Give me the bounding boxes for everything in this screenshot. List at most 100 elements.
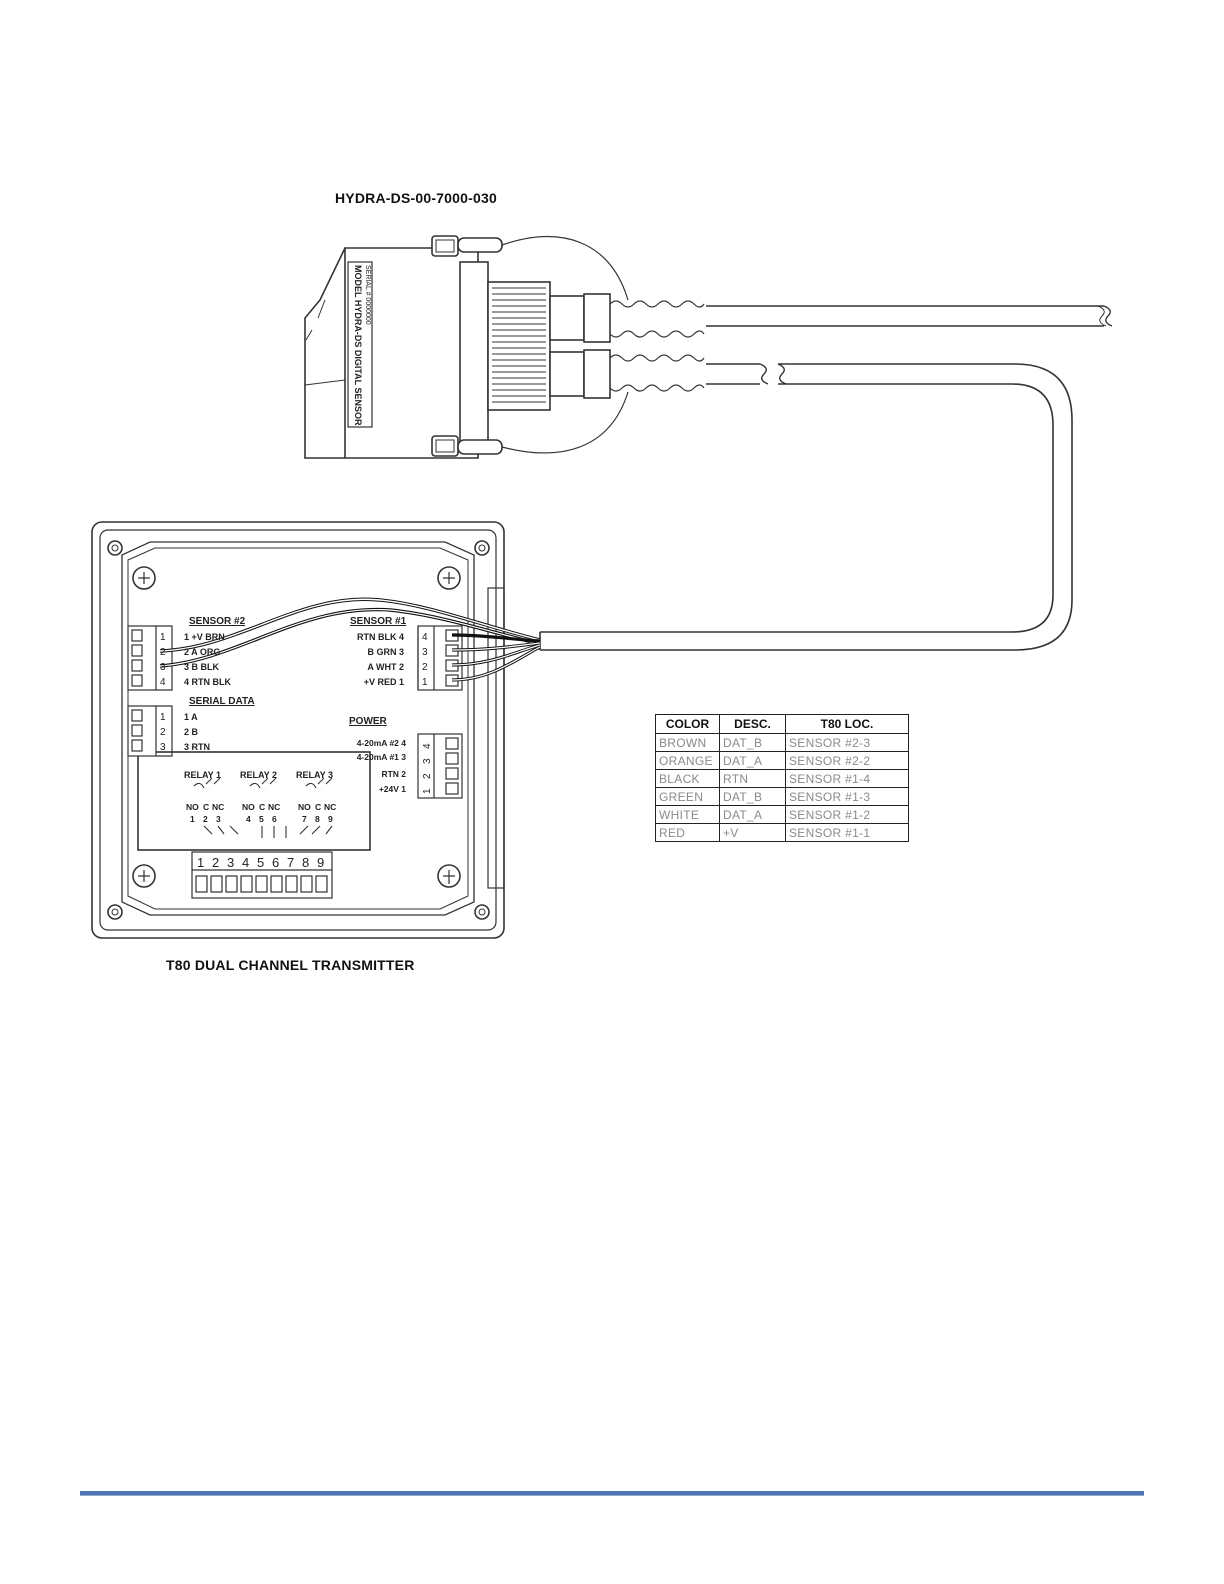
sensor2-num-3: 3 (160, 662, 166, 673)
power-num-2: 2 (422, 773, 433, 779)
wire-color-table: COLOR DESC. T80 LOC. BROWN DAT_B SENSOR … (655, 714, 909, 842)
sensor-serial-label: SERIAL # 0000000 (364, 265, 371, 325)
serial-heading: SERIAL DATA (189, 696, 255, 707)
cell-color: GREEN (655, 787, 720, 806)
sensor1-num-3: 3 (422, 647, 428, 658)
internal-wiring (159, 597, 541, 682)
cell-color: ORANGE (655, 751, 720, 770)
relay-contacts (193, 777, 333, 838)
terminal-block-relays (191, 851, 333, 899)
relay-3-c: C (315, 802, 321, 812)
relay-1-c: C (203, 802, 209, 812)
relay-num-5: 5 (259, 814, 264, 824)
relay-num-4: 4 (246, 814, 251, 824)
relay-1-label: RELAY 1 (184, 770, 221, 780)
sensor1-num-2: 2 (422, 662, 428, 673)
relay-num-1: 1 (190, 814, 195, 824)
sensor1-pin-4: RTN BLK 4 (357, 632, 404, 642)
cell-color: BROWN (655, 733, 720, 752)
relay-3-nc: NC (324, 802, 336, 812)
relay-num-3: 3 (216, 814, 221, 824)
power-pin-2: RTN 2 (381, 769, 406, 779)
relay-num-6: 6 (272, 814, 277, 824)
sensor2-heading: SENSOR #2 (189, 616, 246, 627)
cell-color: WHITE (655, 805, 720, 824)
table-row: BROWN DAT_B SENSOR #2-3 (655, 733, 909, 752)
relay-3-no: NO (298, 802, 311, 812)
sensor-title: HYDRA-DS-00-7000-030 (335, 190, 497, 206)
footer-rule (80, 1491, 1144, 1496)
sensor1-num-4: 4 (422, 632, 428, 643)
cell-desc: DAT_A (719, 751, 786, 770)
sensor1-pin-2: A WHT 2 (367, 662, 404, 672)
bottom-num-6: 6 (272, 855, 279, 870)
header-desc: DESC. (719, 714, 786, 734)
cell-desc: RTN (719, 769, 786, 788)
transmitter-title: T80 DUAL CHANNEL TRANSMITTER (166, 957, 415, 973)
cell-loc: SENSOR #1-1 (785, 823, 909, 842)
sensor2-num-2: 2 (160, 647, 166, 658)
cell-color: BLACK (655, 769, 720, 788)
sensor2-pin-4: 4 RTN BLK (184, 677, 232, 687)
table-row: GREEN DAT_B SENSOR #1-3 (655, 787, 909, 806)
table-row: RED +V SENSOR #1-1 (655, 823, 909, 842)
power-num-1: 1 (422, 788, 433, 794)
sensor2-pin-3: 3 B BLK (184, 662, 220, 672)
serial-pin-3: 3 RTN (184, 742, 210, 752)
sensor1-pin-3: B GRN 3 (367, 647, 404, 657)
cell-loc: SENSOR #1-3 (785, 787, 909, 806)
cell-loc: SENSOR #1-4 (785, 769, 909, 788)
relay-2-c: C (259, 802, 265, 812)
serial-num-1: 1 (160, 712, 166, 723)
sensor1-pin-1: +V RED 1 (364, 677, 404, 687)
bottom-num-7: 7 (287, 855, 294, 870)
header-color: COLOR (655, 714, 720, 734)
table-header-row: COLOR DESC. T80 LOC. (655, 714, 909, 734)
relay-num-9: 9 (328, 814, 333, 824)
relay-2-no: NO (242, 802, 255, 812)
cell-desc: +V (719, 823, 786, 842)
bottom-num-4: 4 (242, 855, 249, 870)
sensor1-num-1: 1 (422, 677, 428, 688)
power-pin-3: 4-20mA #1 3 (357, 752, 407, 762)
bottom-num-8: 8 (302, 855, 309, 870)
cell-color: RED (655, 823, 720, 842)
terminal-block-serial (127, 705, 173, 757)
relay-num-7: 7 (302, 814, 307, 824)
sensor-cable (539, 305, 1113, 651)
corner-screws (107, 540, 490, 920)
serial-pin-2: 2 B (184, 727, 199, 737)
sensor2-pin-2: 2 A ORG (184, 647, 220, 657)
cell-loc: SENSOR #1-2 (785, 805, 909, 824)
relay-num-2: 2 (203, 814, 208, 824)
power-num-3: 3 (422, 758, 433, 764)
serial-pin-1: 1 A (184, 712, 198, 722)
cell-desc: DAT_A (719, 805, 786, 824)
relay-num-8: 8 (315, 814, 320, 824)
sensor-head (304, 235, 705, 459)
bottom-num-9: 9 (317, 855, 324, 870)
sensor2-num-1: 1 (160, 632, 166, 643)
relay-2-nc: NC (268, 802, 280, 812)
power-pin-1: +24V 1 (379, 784, 406, 794)
sensor1-heading: SENSOR #1 (350, 616, 407, 627)
terminal-block-sensor2 (127, 625, 173, 691)
header-loc: T80 LOC. (785, 714, 909, 734)
cell-loc: SENSOR #2-3 (785, 733, 909, 752)
table-row: ORANGE DAT_A SENSOR #2-2 (655, 751, 909, 770)
sensor2-num-4: 4 (160, 677, 166, 688)
bottom-num-2: 2 (212, 855, 219, 870)
sensor2-pin-1: 1 +V BRN (184, 632, 225, 642)
relay-2-label: RELAY 2 (240, 770, 277, 780)
power-pin-4: 4-20mA #2 4 (357, 738, 407, 748)
relay-1-no: NO (186, 802, 199, 812)
bottom-num-3: 3 (227, 855, 234, 870)
transmitter-enclosure (91, 521, 505, 939)
terminal-block-power (417, 733, 463, 799)
sensor-model-label: MODEL HYDRA-DS DIGITAL SENSOR (353, 265, 363, 426)
cell-desc: DAT_B (719, 787, 786, 806)
power-num-4: 4 (422, 743, 433, 749)
power-heading: POWER (349, 716, 388, 727)
relay-1-nc: NC (212, 802, 224, 812)
